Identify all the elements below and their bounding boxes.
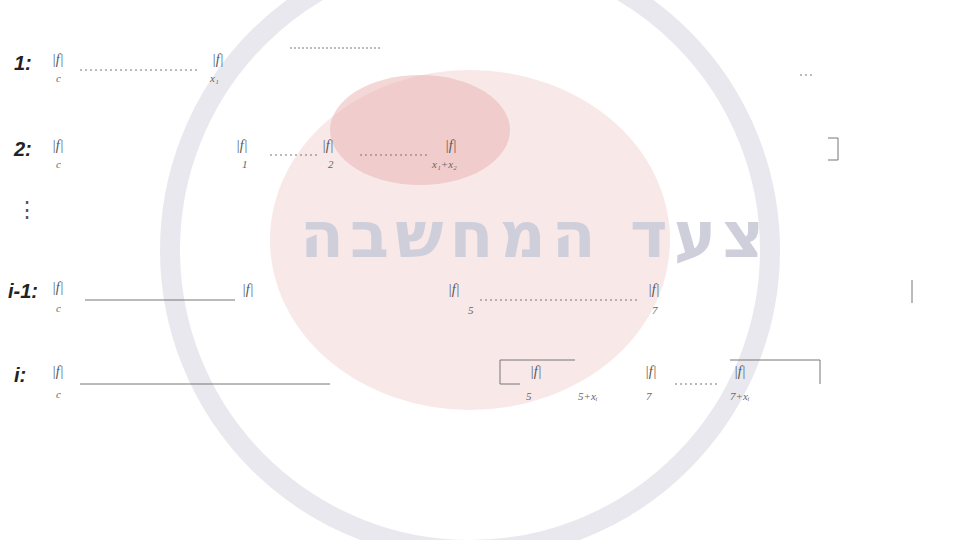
watermark: צעד המחשבה [300, 200, 770, 270]
value-box: |f| [52, 138, 64, 153]
value-box: |f| [445, 138, 457, 153]
row-label: 1: [14, 52, 32, 74]
watermark-ring [170, 0, 770, 540]
value-box: |f| [645, 364, 657, 379]
index: 2 [328, 158, 334, 170]
value-box: |f| [448, 282, 460, 297]
index: 1 [242, 158, 248, 170]
value-box: |f| [648, 282, 660, 297]
value-box: |f| [322, 138, 334, 153]
row-label: i: [14, 364, 26, 386]
index: c [56, 72, 61, 84]
value-box: |f| [212, 52, 224, 67]
index: 7 [652, 304, 658, 316]
index: 5+xᵢ [578, 390, 598, 402]
value-box: |f| [52, 52, 64, 67]
row-label: 2: [14, 138, 32, 160]
index: 7 [646, 390, 652, 402]
row-label: i-1: [8, 280, 38, 302]
index: c [56, 388, 61, 400]
value-box: |f| [52, 364, 64, 379]
value-box: |f| [236, 138, 248, 153]
ellipsis: ⋮ [16, 198, 38, 222]
index: c [56, 302, 61, 314]
index: c [56, 158, 61, 170]
index: x₁+x₂ [432, 158, 457, 170]
value-box: |f| [242, 282, 254, 297]
value-box: |f| [734, 364, 746, 379]
index: 7+xᵢ [730, 390, 750, 402]
index: 5 [468, 304, 474, 316]
index: 5 [526, 390, 532, 402]
watermark-figure [330, 75, 510, 185]
value-box: |f| [52, 280, 64, 295]
value-box: |f| [530, 364, 542, 379]
index: x₁ [210, 72, 219, 84]
interval-lines [80, 48, 912, 384]
